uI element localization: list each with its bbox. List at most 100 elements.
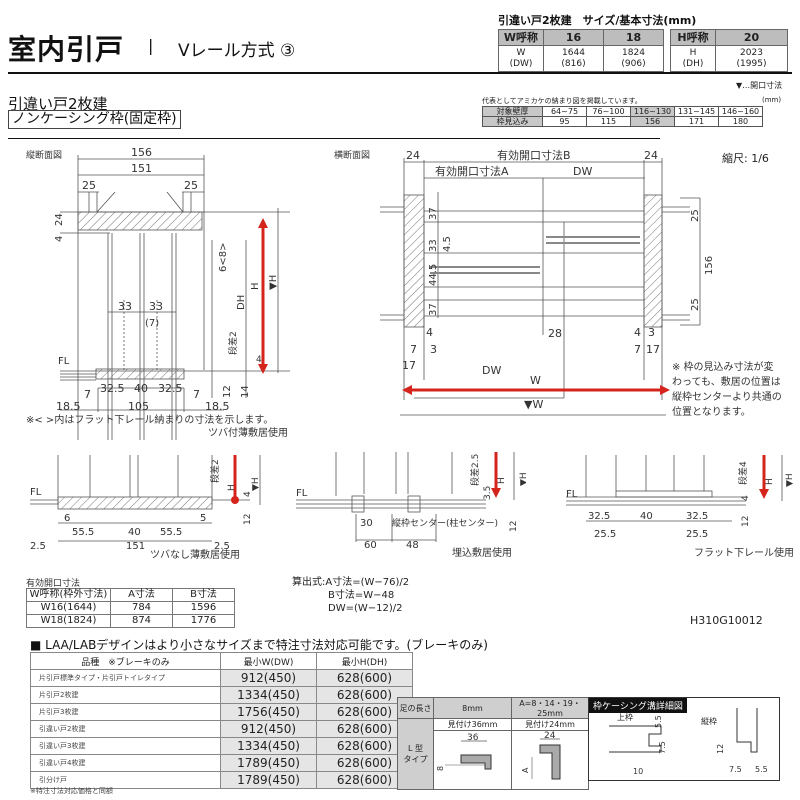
dim-gap-7: (7)	[145, 318, 159, 329]
laa-cell: 628(600)	[316, 669, 413, 687]
foot-detail-table: 足の長さ 8mm A=8・14・19・25mm L 型タイプ 見付け36mm 見…	[397, 697, 589, 790]
opening-cell: 1596	[172, 601, 235, 615]
dim-12: 12	[222, 385, 233, 398]
t1-h12: 12	[243, 514, 253, 525]
t3-d32-5a: 32.5	[588, 511, 610, 522]
opening-size-table: W呼称(枠外寸法) A寸法 B寸法 W16(1644) 784 1596 W18…	[26, 588, 235, 628]
t3-h-open: ▼H	[785, 473, 795, 487]
laa-cell: 628(600)	[316, 754, 413, 772]
threshold-1-caption: ツバなし薄敷居使用	[150, 550, 240, 561]
dim-37b: 37	[428, 303, 439, 316]
laa-header-minh: 最小H(DH)	[316, 652, 413, 670]
laa-cell: 引違い戸4枚建	[30, 754, 221, 772]
threshold-detail-1: FL 段差2 4 12 H ▼H 6 55.5 40 55.5 5 2.5 15…	[30, 455, 261, 552]
dim-14: 14	[240, 385, 251, 398]
leg-length-label: 足の長さ	[397, 697, 434, 719]
wall-table-unit: (mm)	[762, 96, 782, 104]
opening-header-b: B寸法	[172, 588, 235, 602]
mitsuke-24: 見付け24mm	[511, 718, 589, 731]
t1-d55a: 55.5	[72, 527, 94, 538]
dim-door-33a: 33	[118, 300, 132, 313]
t3-d32-5b: 32.5	[686, 511, 708, 522]
t1-d55b: 55.5	[160, 527, 182, 538]
w-header: W呼称	[498, 29, 544, 46]
t1-d2-5b: 2.5	[214, 541, 230, 552]
dim-3-right: 3	[648, 326, 655, 339]
dim-7-5-vertical: 7.5	[729, 765, 742, 774]
t3-fl: FL	[566, 489, 578, 500]
w-open-label: ▼W	[524, 398, 543, 411]
dim-7-5-upper: 7.5	[658, 741, 667, 754]
t3-d25-5a: 25.5	[594, 529, 616, 540]
t1-fl: FL	[30, 487, 42, 498]
threshold-3-caption: フラット下レール使用	[694, 548, 794, 559]
floor-line-label: FL	[58, 356, 70, 367]
open-b-label: 有効開口寸法B	[497, 148, 571, 162]
vertical-section-note: ※< >内はフラット下レール納まりの寸法を示します。	[26, 415, 274, 426]
dim-18-5b: 18.5	[205, 400, 230, 413]
wall-row1-cell: 131~145	[674, 106, 719, 117]
t2-h-open: ▼H	[519, 472, 526, 486]
laa-footnote: ※特注寸法対応価格と同額	[30, 787, 113, 795]
size-table-caption: 引違い戸2枚建 サイズ/基本寸法(mm)	[498, 14, 697, 27]
l-type-24-drawing: 24 A	[511, 730, 589, 790]
dim-17-left: 17	[402, 359, 416, 372]
wall-row1-cell: 64~75	[542, 106, 587, 117]
t3-step: 段差4	[737, 461, 749, 485]
horizontal-section-label: 横断面図	[334, 151, 371, 161]
dim-156-right: 156	[704, 256, 715, 275]
t3-d40: 40	[640, 511, 653, 522]
open-a-label: 有効開口寸法A	[435, 164, 509, 178]
section-title: 引違い戸2枚建	[8, 95, 108, 113]
l-type-label: L 型タイプ	[397, 718, 434, 790]
laa-header-type: 品種 ※ブレーキのみ	[30, 652, 221, 670]
casing-groove-detail: 枠ケーシング溝詳細図 上枠 縦枠 5.5 7.5 10 12 7.5 5.5	[588, 697, 780, 781]
laa-cell: 片引戸2枚建	[30, 686, 221, 704]
dw-bottom-label: DW	[482, 364, 501, 377]
dim-7-right: 7	[634, 343, 641, 356]
dim-h: H	[250, 282, 261, 290]
wall-row2-cell-highlight: 156	[630, 116, 675, 127]
dim-37a: 37	[428, 207, 439, 220]
t2-step: 段差2.5	[469, 454, 481, 486]
t1-d151: 151	[126, 541, 145, 552]
opening-header-a: A寸法	[110, 588, 173, 602]
dim-3-left: 3	[430, 343, 437, 356]
opening-row: W16(1644) 784 1596	[26, 601, 235, 615]
wall-row2-cell: 171	[674, 116, 719, 127]
laa-cell: 912(450)	[220, 669, 317, 687]
laa-cell: 片引戸標準タイプ・片引戸トイレタイプ	[30, 669, 221, 687]
dim-32-5b: 32.5	[158, 382, 183, 395]
t1-h4: 4	[243, 491, 253, 497]
laa-cell: 引違い戸2枚建	[30, 720, 221, 738]
t1-d6: 6	[64, 513, 70, 524]
opening-cell: W18(1824)	[26, 614, 111, 628]
opening-header-w: W呼称(枠外寸法)	[26, 588, 111, 602]
t3-h12: 12	[741, 516, 751, 527]
dim-25b: 25	[690, 298, 701, 311]
dim-4-5: 4.5	[442, 236, 453, 252]
h-value-20: 2023(1995)	[715, 45, 788, 72]
size-table-w: W呼称 16 18 W(DW) 1644(816) 1824(906)	[498, 29, 664, 72]
t3-h: H	[765, 478, 775, 485]
laa-cell: 1334(450)	[220, 737, 317, 755]
dim-24-right: 24	[644, 149, 658, 162]
dim-7b: 7	[193, 388, 200, 401]
t3-d25-5b: 25.5	[686, 529, 708, 540]
opening-table-title: 有効開口寸法	[26, 579, 81, 589]
section-rule	[8, 138, 660, 139]
dim-33: 33	[428, 239, 439, 252]
wall-table-caption: 代表としてアミカケの納まり図を掲載しています。	[482, 97, 642, 105]
laa-cell: 628(600)	[316, 720, 413, 738]
header-rule-right	[478, 72, 792, 74]
dim-5-5-vertical: 5.5	[755, 765, 768, 774]
laa-cell: 片引戸3枚建	[30, 703, 221, 721]
horizontal-section-note: ※ 枠の見込み寸法が変わっても、敷居の位置は縦枠センターより共通の位置となります…	[672, 362, 782, 418]
wall-row2-cell: 95	[542, 116, 587, 127]
t2-h: H	[497, 477, 507, 484]
dim-25-left: 25	[82, 179, 96, 192]
